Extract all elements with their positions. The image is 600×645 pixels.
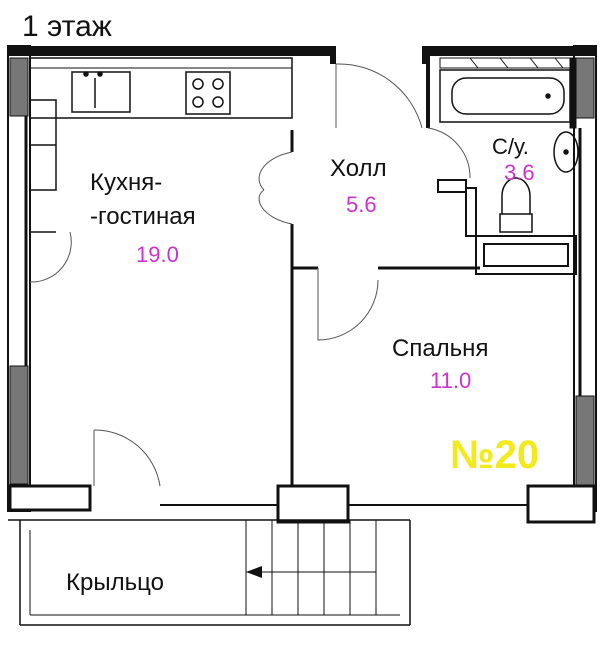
washbasin-icon [553, 131, 579, 173]
cabinet [29, 99, 57, 233]
toilet-icon [499, 177, 533, 233]
bedroom-area: 11.0 [430, 368, 471, 393]
kitchen-name-line1: Кухня- [90, 169, 162, 196]
bathroom-tiles [439, 57, 571, 69]
hall-name: Холл [330, 155, 387, 182]
outer-walls [8, 46, 595, 64]
sink-icon [71, 71, 131, 113]
porch [8, 519, 411, 626]
stove-icon [185, 71, 231, 115]
left-wall [7, 45, 31, 512]
bathtub-icon [439, 69, 571, 123]
door-swings [93, 63, 471, 487]
partitions [290, 56, 582, 486]
window-swing [29, 231, 72, 283]
kitchen-area: 19.0 [136, 242, 179, 267]
kitchen-counter [29, 57, 293, 119]
apartment-number: №20 [450, 433, 539, 477]
floor-label: 1 этаж [22, 10, 112, 43]
kitchen-name-line2: -гостиная [90, 203, 196, 230]
right-wall [573, 45, 597, 512]
hall-area: 5.6 [346, 192, 377, 217]
stair-arrow-icon [246, 566, 262, 578]
bathroom-name: С/у. [492, 134, 529, 159]
bathroom-area: 3.6 [504, 160, 535, 185]
porch-name: Крыльцо [66, 569, 164, 596]
bedroom-name: Спальня [392, 335, 488, 362]
bottom-wall [8, 484, 596, 524]
